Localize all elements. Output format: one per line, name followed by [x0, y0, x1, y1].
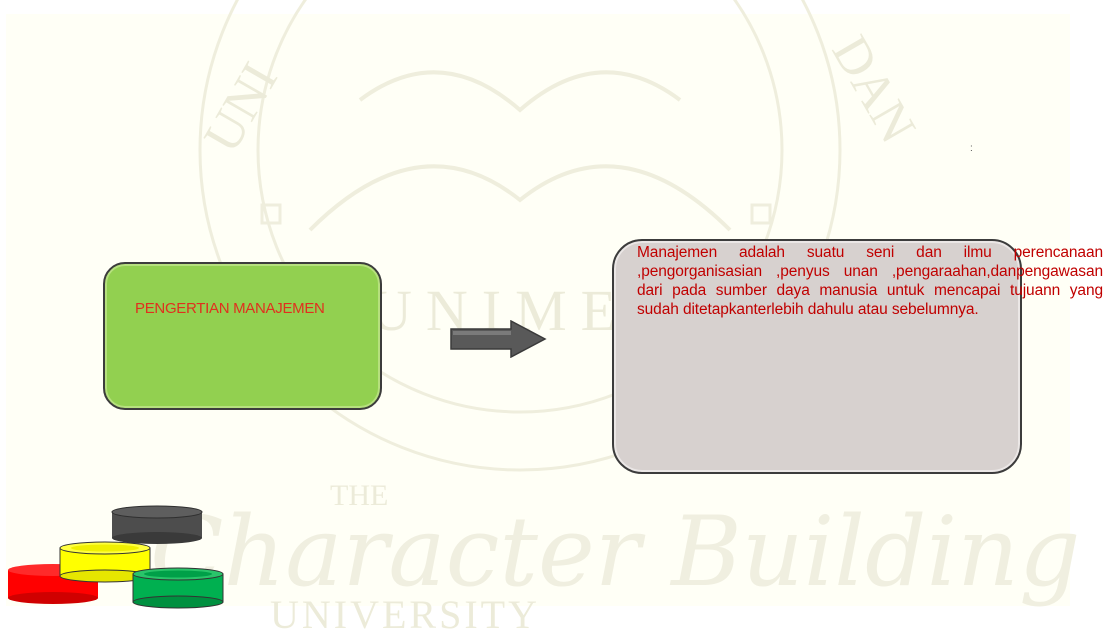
- gray-disc: [111, 505, 203, 544]
- right-arrow-icon: [450, 320, 547, 358]
- stacked-discs-icon: [8, 505, 224, 609]
- yellow-disc: [59, 541, 151, 583]
- stray-mark: :: [970, 143, 973, 154]
- green-disc: [132, 567, 224, 609]
- definition-text: Manajemen adalah suatu seni dan ilmu per…: [637, 244, 1103, 318]
- definition-box: [612, 239, 1022, 474]
- concept-label: PENGERTIAN MANAJEMEN: [135, 300, 325, 317]
- concept-box: PENGERTIAN MANAJEMEN: [103, 262, 382, 410]
